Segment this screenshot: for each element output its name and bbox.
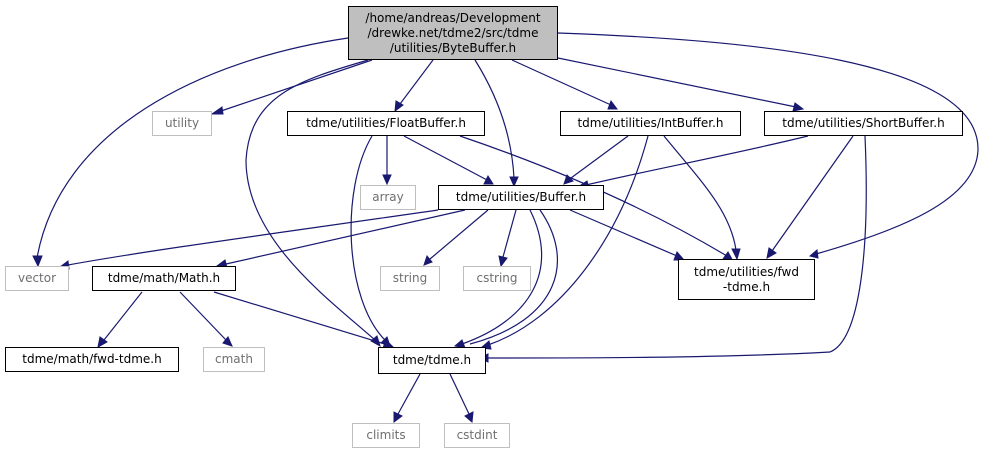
node-buffer[interactable]: tdme/utilities/Buffer.h <box>438 185 604 210</box>
edge-math-cmath <box>179 291 227 341</box>
edge-buffer-utilfwd <box>569 209 678 257</box>
edge-bytebuffer-buffer <box>474 59 515 179</box>
node-floatbuffer[interactable]: tdme/utilities/FloatBuffer.h <box>287 111 485 136</box>
edge-floatbuffer-buffer <box>403 135 488 181</box>
edge-buffer-cstring <box>502 209 517 258</box>
node-array[interactable]: array <box>360 185 416 210</box>
node-tdme[interactable]: tdme/tdme.h <box>378 347 486 374</box>
edge-bytebuffer-intbuffer <box>511 59 612 106</box>
arrowhead <box>222 336 233 347</box>
edge-bytebuffer-shortbuffer <box>557 57 797 108</box>
edge-buffer-tdme <box>461 209 543 345</box>
arrowhead <box>394 100 404 113</box>
arrowhead <box>97 336 108 348</box>
arrowhead <box>382 174 392 186</box>
arrowhead <box>509 176 519 188</box>
edge-buffer-tdme-b <box>469 209 559 345</box>
arrowhead <box>423 254 433 266</box>
node-math[interactable]: tdme/math/Math.h <box>92 266 236 291</box>
edge-intbuffer-utilfwd <box>663 135 737 251</box>
node-cstdint[interactable]: cstdint <box>444 423 510 448</box>
edge-shortbuffer-buffer <box>585 135 809 186</box>
node-vector[interactable]: vector <box>5 266 69 291</box>
node-cmath[interactable]: cmath <box>203 347 265 372</box>
edge-shortbuffer-utilfwd <box>771 135 854 252</box>
arrowhead <box>464 411 474 424</box>
arrowhead <box>483 174 494 185</box>
edge-buffer-vector <box>67 209 439 266</box>
node-string[interactable]: string <box>380 266 440 291</box>
edge-buffer-string <box>429 209 489 260</box>
edge-bytebuffer-vector <box>36 37 349 259</box>
node-climits[interactable]: climits <box>352 423 420 448</box>
edge-intbuffer-tdme <box>487 135 649 346</box>
edge-shortbuffer-tdme <box>485 135 867 359</box>
node-utility[interactable]: utility <box>152 111 212 136</box>
node-math-fwd[interactable]: tdme/math/fwd-tdme.h <box>5 347 179 372</box>
edge-buffer-math <box>225 209 466 265</box>
edge-intbuffer-buffer <box>570 135 629 179</box>
edge-math-mathfwd <box>103 291 143 341</box>
edge-bytebuffer-floatbuffer <box>399 59 434 105</box>
arrowhead <box>498 255 508 268</box>
edge-bytebuffer-tdme <box>245 59 376 341</box>
edge-floatbuffer-tdme <box>350 135 386 341</box>
arrowhead <box>393 411 403 423</box>
edge-math-tdme <box>213 291 386 345</box>
arrowhead <box>792 102 805 112</box>
edge-tdme-climits <box>397 373 421 415</box>
arrowhead <box>766 247 777 259</box>
arrowhead <box>210 106 224 115</box>
node-intbuffer[interactable]: tdme/utilities/IntBuffer.h <box>560 111 741 136</box>
node-bytebuffer[interactable]: /home/andreas/Development /drewke.net/td… <box>348 6 558 60</box>
arrowhead <box>731 248 741 261</box>
node-cstring[interactable]: cstring <box>463 266 531 291</box>
edge-bytebuffer-utilfwd <box>557 32 979 255</box>
node-shortbuffer[interactable]: tdme/utilities/ShortBuffer.h <box>764 111 963 136</box>
arrowhead <box>563 174 574 185</box>
node-utilities-fwd[interactable]: tdme/utilities/fwd -tdme.h <box>678 259 815 300</box>
arrowhead <box>32 255 43 268</box>
edge-tdme-cstdint <box>449 373 470 415</box>
arrowhead <box>808 249 819 259</box>
arrowhead <box>607 99 618 110</box>
